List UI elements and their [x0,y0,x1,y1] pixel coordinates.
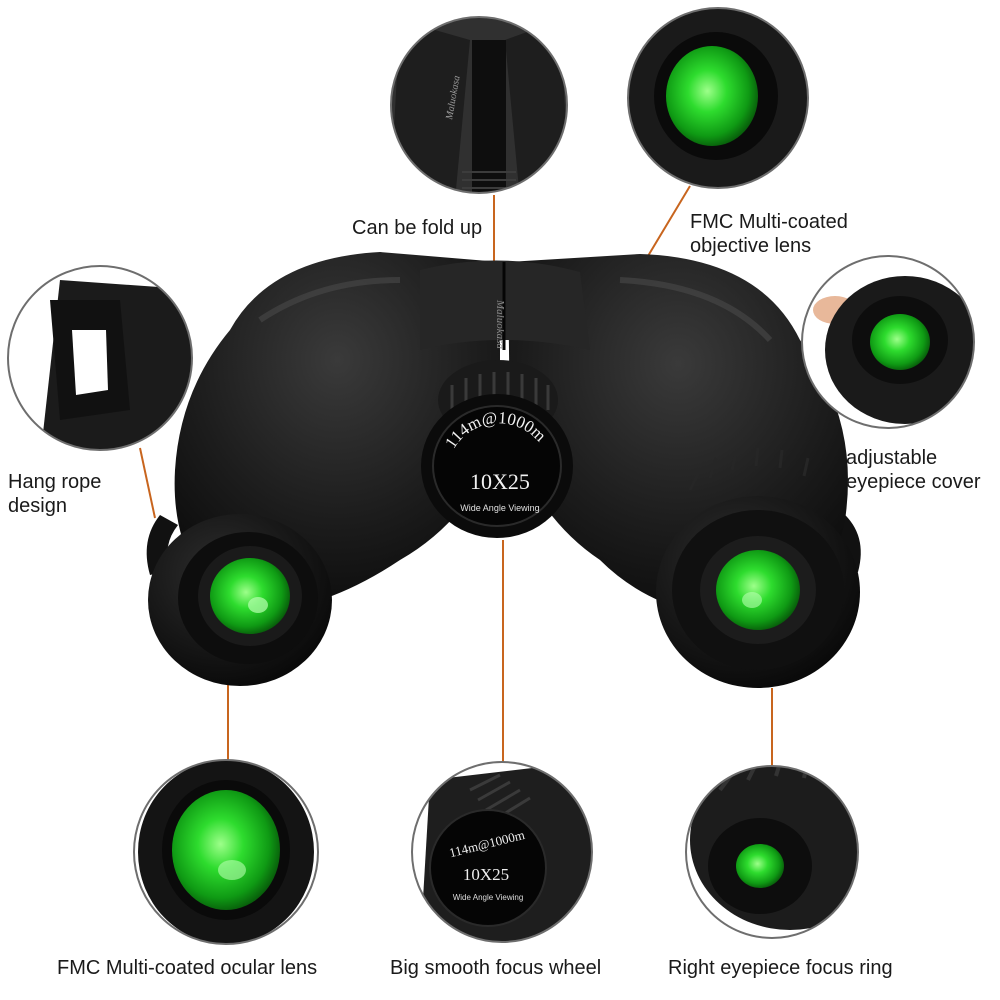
label-hang-line1: Hang rope [8,471,102,493]
callout-dial-model: 10X25 [463,865,509,884]
callout-hang-rope [7,265,193,451]
callout-focus-wheel: 114m@1000m 10X25 Wide Angle Viewing [411,761,593,943]
callout-right-focus-ring [685,765,859,939]
callout-ocular-lens [133,759,319,945]
left-ocular-lens [210,558,290,634]
dial-subtext: Wide Angle Viewing [460,503,539,513]
callout-eyepiece-cover [801,255,975,429]
label-objective-line2: objective lens [690,235,812,257]
left-eyepiece [148,514,332,686]
callout-fold: Maluokasa [390,16,568,194]
callout-objective-lens [627,7,809,189]
brand-mark: Maluokasa [494,299,506,349]
right-ocular-lens [716,550,800,630]
label-hang-line2: design [8,495,67,517]
dial-model: 10X25 [470,469,530,494]
label-eyecup-line2: eyepiece cover [846,471,981,493]
label-focus-wheel: Big smooth focus wheel [390,957,602,979]
label-eyecup-line1: adjustable [846,447,938,469]
binoculars-body: Maluokasa [146,252,861,688]
label-fold: Can be fold up [352,217,483,239]
callout-dial-subtext: Wide Angle Viewing [453,893,524,902]
label-right-focus-ring: Right eyepiece focus ring [668,957,893,979]
right-eyepiece [656,447,860,688]
label-objective-line1: FMC Multi-coated [690,211,848,233]
focus-wheel: 114m@1000m 10X25 Wide Angle Viewing [421,360,573,538]
label-ocular-lens: FMC Multi-coated ocular lens [57,957,318,979]
